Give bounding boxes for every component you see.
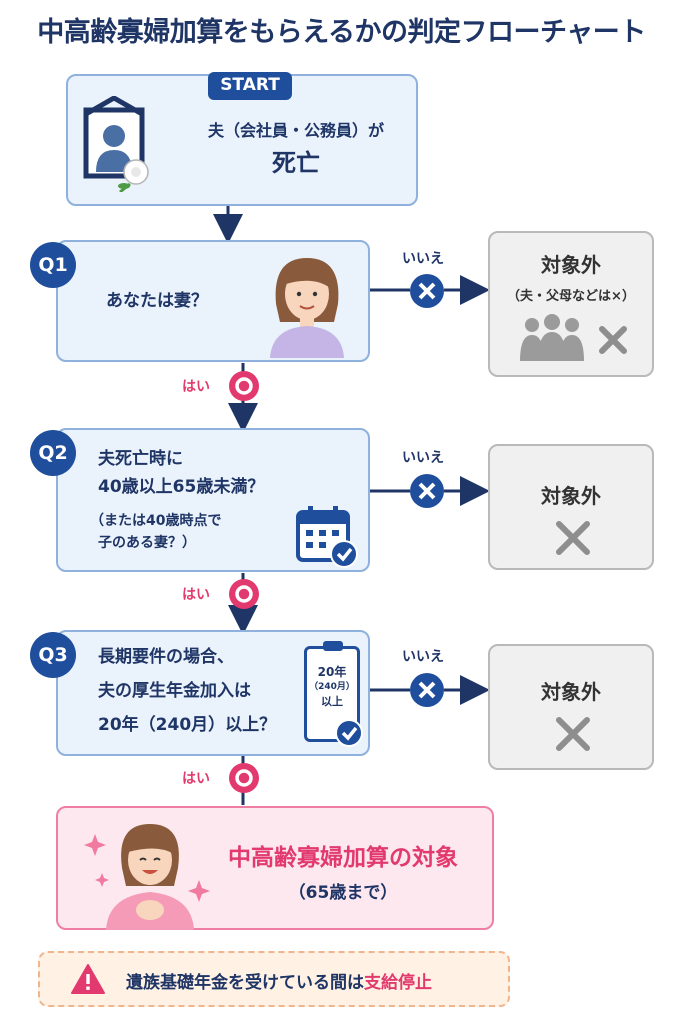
start-badge: START (208, 72, 292, 100)
result-title: 中高齢寡婦加算の対象 (228, 845, 458, 871)
woman-avatar-icon (270, 258, 344, 358)
outside-title-2: 対象外 (541, 484, 601, 508)
warning-text-highlight: 支給停止 (364, 973, 432, 993)
page-title: 中高齢寡婦加算をもらえるかの判定フローチャート (37, 17, 646, 48)
warning-box: 遺族基礎年金を受けている間は支給停止 (38, 951, 510, 1007)
start-line1: 夫（会社員・公務員）が (207, 121, 384, 140)
outside-box-3: 対象外 (488, 644, 654, 770)
no-x-circle-icon-q2 (410, 474, 444, 508)
clipboard-line3: 以上 (321, 695, 343, 708)
clipboard-clip (323, 641, 343, 651)
yes-circle-icon-q3 (229, 763, 259, 793)
yes-label-q1: はい (182, 379, 210, 395)
q2-line1: 夫死亡時に (98, 449, 183, 469)
happy-woman-icon (84, 824, 210, 930)
q1-badge: Q1 (30, 242, 76, 288)
q1-box: あなたは妻？ (56, 240, 370, 362)
q2-note2: 子のある妻？） (98, 535, 196, 551)
q2-note1: （または40歳時点で (90, 513, 222, 529)
start-line2: 死亡 (272, 149, 320, 177)
q2-box: 夫死亡時に 40歳以上65歳未満？ （または40歳時点で 子のある妻？） (56, 428, 370, 572)
q3-line3: 20年（240月）以上？ (98, 715, 277, 735)
yes-circle-icon-q1 (229, 371, 259, 401)
warning-icon (71, 964, 105, 994)
no-label-q1: いいえ (402, 251, 444, 267)
clipboard-line1: 20年 (317, 665, 347, 679)
warning-text: 遺族基礎年金を受けている間は支給停止 (126, 968, 432, 993)
calendar-check-icon (296, 506, 358, 568)
yes-circle-icon-q2 (229, 579, 259, 609)
result-box: 中高齢寡婦加算の対象 （65歳まで） (56, 806, 494, 930)
people-x-icon (520, 314, 627, 361)
no-label-q3: いいえ (402, 649, 444, 665)
q3-box: 長期要件の場合、 夫の厚生年金加入は 20年（240月）以上？ 20年 （240… (56, 630, 370, 756)
q2-badge: Q2 (30, 430, 76, 476)
x-icon-3 (556, 717, 590, 751)
q3-badge: Q3 (30, 632, 76, 678)
outside-box-1: 対象外 （夫・父母などは×） (488, 231, 654, 377)
no-x-circle-icon-q3 (410, 673, 444, 707)
outside-sub-1: （夫・父母などは×） (507, 289, 635, 304)
check-circle-icon (335, 719, 363, 747)
result-sub: （65歳まで） (288, 883, 398, 903)
x-icon-2 (556, 521, 590, 555)
q2-line2: 40歳以上65歳未満？ (98, 477, 265, 497)
q3-line1: 長期要件の場合、 (98, 647, 234, 667)
outside-title-1: 対象外 (541, 253, 601, 277)
start-box: 夫（会社員・公務員）が 死亡 (66, 74, 418, 206)
outside-box-2: 対象外 (488, 444, 654, 570)
clipboard-line2: （240月） (309, 682, 355, 692)
q3-line2: 夫の厚生年金加入は (98, 681, 251, 701)
yes-label-q3: はい (182, 771, 210, 787)
no-x-circle-icon-q1 (410, 274, 444, 308)
q1-text: あなたは妻？ (106, 291, 208, 311)
outside-title-3: 対象外 (541, 680, 601, 704)
warning-text-main: 遺族基礎年金を受けている間は (126, 973, 364, 993)
yes-label-q2: はい (182, 587, 210, 603)
memorial-portrait-icon (83, 96, 149, 192)
no-label-q2: いいえ (402, 450, 444, 466)
